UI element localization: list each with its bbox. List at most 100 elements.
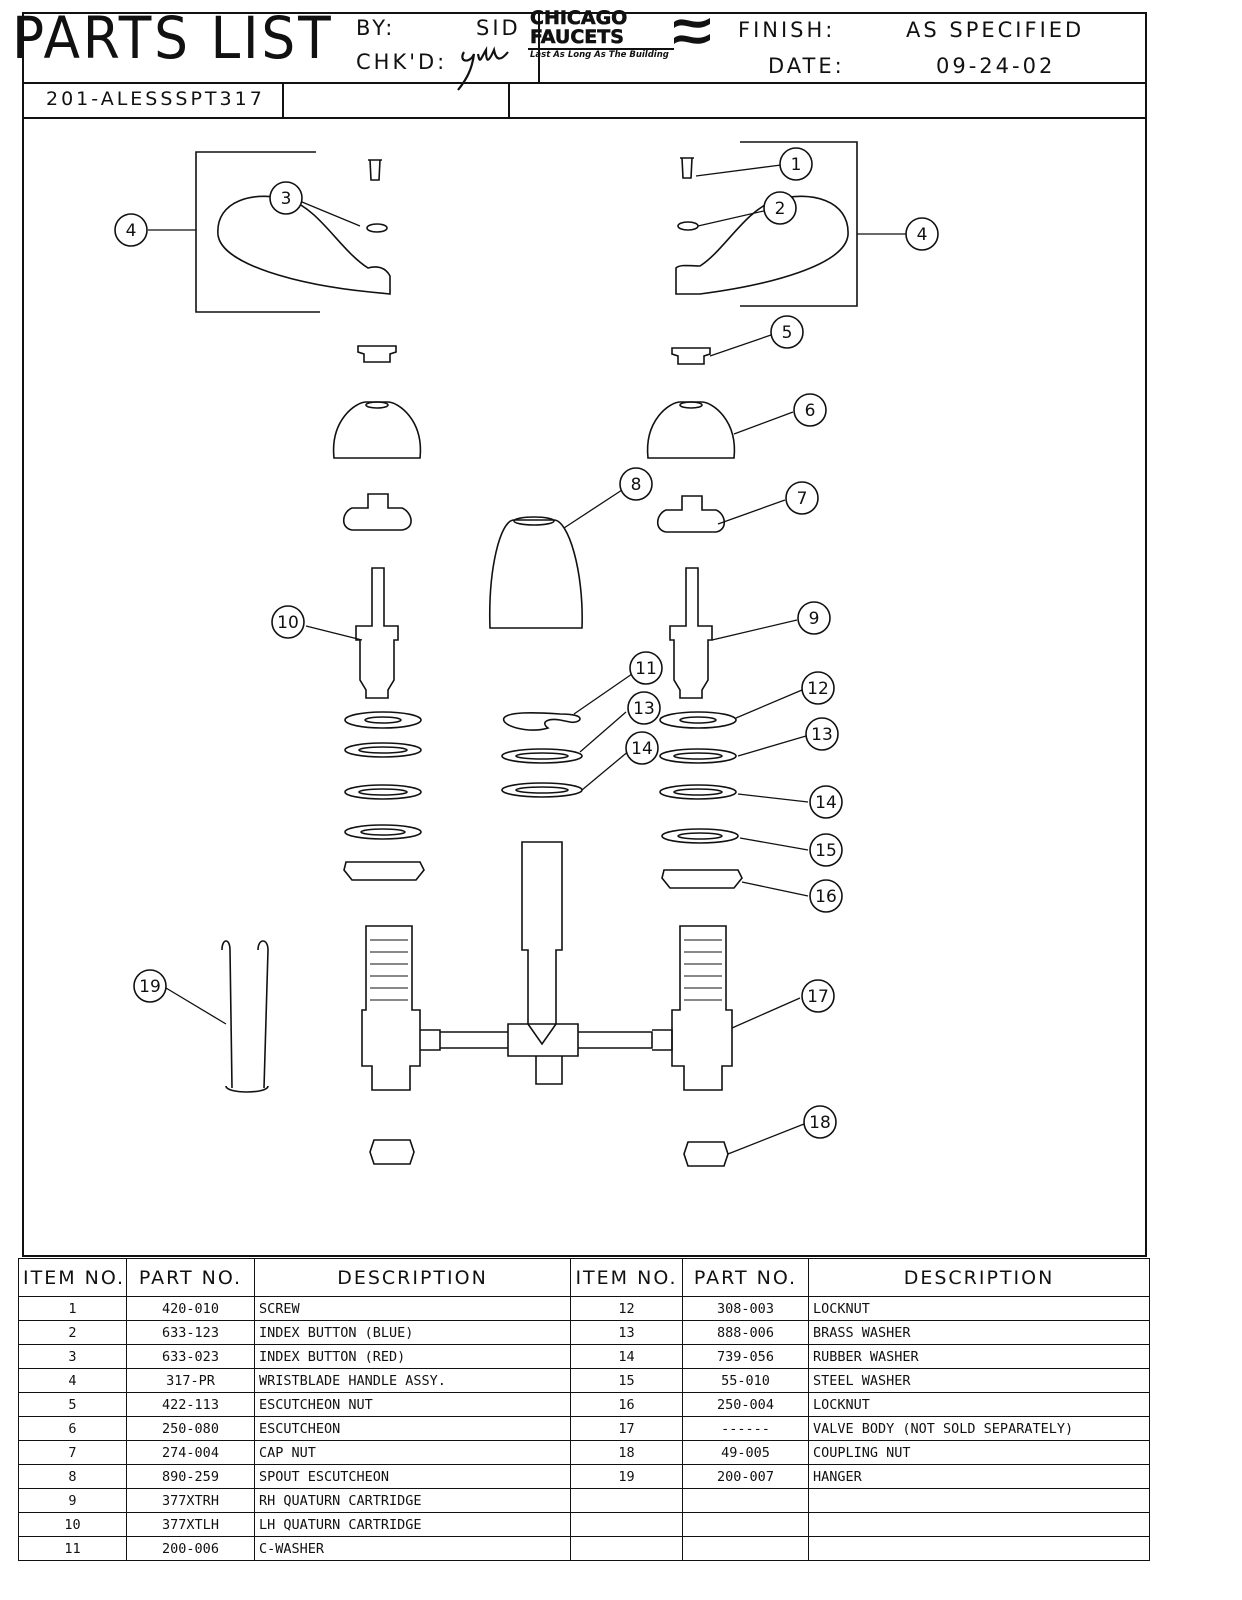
c-washer-shape (503, 712, 581, 731)
callout-9: 9 (809, 609, 820, 629)
part-no-cell: 250-004 (682, 1392, 809, 1417)
part-no-cell: ------ (682, 1416, 809, 1441)
left-valve-body-shape (361, 925, 421, 1091)
callout-5: 5 (782, 323, 793, 343)
right-escutcheon-nut-shape (671, 347, 711, 365)
col-part-no-right: PART NO. (682, 1258, 809, 1297)
col-description-right: DESCRIPTION (808, 1258, 1150, 1297)
description-cell: SCREW (254, 1296, 571, 1321)
header-model-rule (22, 117, 1147, 119)
exploded-view-drawing: 1 2 3 4 4 5 6 7 8 9 10 11 12 13 13 14 14… (114, 141, 939, 1167)
logo-line2: FAUCETS (530, 26, 625, 49)
item-no-cell: 4 (18, 1368, 127, 1393)
crossbar-shape (420, 1023, 673, 1057)
logo-tagline: Last As Long As The Building (530, 50, 669, 60)
left-cartridge-shape (355, 567, 399, 699)
description-cell: BRASS WASHER (808, 1320, 1150, 1345)
item-no-cell: 18 (570, 1440, 683, 1465)
item-no-cell: 2 (18, 1320, 127, 1345)
description-cell: ESCUTCHEON (254, 1416, 571, 1441)
spout-riser-shape (521, 841, 563, 1046)
description-cell (808, 1536, 1150, 1561)
right-cartridge-shape (669, 567, 713, 699)
date-label: DATE: (768, 54, 845, 78)
callout-12: 12 (807, 679, 829, 699)
item-no-cell: 7 (18, 1440, 127, 1465)
company-logo: CHICAGO FAUCETS Last As Long As The Buil… (528, 6, 714, 66)
right-handle-shape (675, 195, 849, 295)
item-no-cell: 17 (570, 1416, 683, 1441)
right-locknut-lower-shape (661, 869, 743, 889)
description-cell: STEEL WASHER (808, 1368, 1150, 1393)
item-no-cell: 10 (18, 1512, 127, 1537)
part-no-cell: 633-123 (126, 1320, 255, 1345)
by-label: BY: (356, 16, 396, 40)
part-no-cell: 317-PR (126, 1368, 255, 1393)
callout-10: 10 (277, 613, 299, 633)
description-cell: WRISTBLADE HANDLE ASSY. (254, 1368, 571, 1393)
item-no-cell: 19 (570, 1464, 683, 1489)
date-value: 09-24-02 (936, 54, 1056, 78)
model-number: 201-ALESSSPT317 (46, 88, 265, 110)
right-handle-bracket (740, 141, 858, 307)
part-no-cell (682, 1536, 809, 1561)
left-escutcheon-shape (332, 401, 422, 459)
description-cell: COUPLING NUT (808, 1440, 1150, 1465)
item-no-cell: 6 (18, 1416, 127, 1441)
table-header-row: ITEM NO. PART NO. DESCRIPTION ITEM NO. P… (18, 1258, 1150, 1297)
description-cell: HANGER (808, 1464, 1150, 1489)
callout-1: 1 (791, 155, 802, 175)
right-index-button-shape (677, 221, 699, 231)
callout-16: 16 (815, 887, 837, 907)
logo-wave-icon (674, 18, 710, 44)
left-escutcheon-nut-shape (357, 345, 397, 363)
callout-4-left: 4 (126, 221, 137, 241)
description-cell (808, 1512, 1150, 1537)
description-cell: INDEX BUTTON (BLUE) (254, 1320, 571, 1345)
right-cap-nut-shape (656, 495, 726, 533)
left-locknut-lower-shape (343, 861, 425, 881)
mid-rubber-washer-shape (501, 782, 583, 798)
right-escutcheon-shape (646, 401, 736, 459)
callout-17: 17 (807, 987, 829, 1007)
header-bottom-rule (22, 82, 1147, 84)
mid-brass-washer-shape (501, 748, 583, 764)
callout-18: 18 (809, 1113, 831, 1133)
header-divider-1 (282, 84, 284, 118)
checked-label: CHK'D: (356, 50, 448, 74)
description-cell: VALVE BODY (NOT SOLD SEPARATELY) (808, 1416, 1150, 1441)
part-no-cell (682, 1512, 809, 1537)
col-description-left: DESCRIPTION (254, 1258, 571, 1297)
left-locknut-shape (344, 711, 422, 729)
item-no-cell: 11 (18, 1536, 127, 1561)
finish-value: AS SPECIFIED (906, 18, 1085, 42)
part-no-cell: 422-113 (126, 1392, 255, 1417)
logo-underline (528, 48, 674, 50)
left-handle-shape (217, 195, 391, 295)
part-no-cell: 633-023 (126, 1344, 255, 1369)
left-coupling-nut-shape (369, 1139, 415, 1165)
part-no-cell: 888-006 (682, 1320, 809, 1345)
right-rubber-washer-shape (659, 784, 737, 800)
part-no-cell: 377XTLH (126, 1512, 255, 1537)
checker-signature (457, 46, 509, 91)
description-cell: ESCUTCHEON NUT (254, 1392, 571, 1417)
hanger-shape (221, 940, 269, 1093)
by-value: SID (476, 16, 521, 40)
description-cell: SPOUT ESCUTCHEON (254, 1464, 571, 1489)
left-rubber-washer-shape (344, 784, 422, 800)
part-no-cell: 55-010 (682, 1368, 809, 1393)
col-part-no-left: PART NO. (126, 1258, 255, 1297)
left-handle-bracket (195, 151, 320, 313)
left-brass-washer-shape (344, 742, 422, 758)
callout-19: 19 (139, 977, 161, 997)
callout-11: 11 (635, 659, 657, 679)
callout-2: 2 (775, 199, 786, 219)
item-no-cell: 13 (570, 1320, 683, 1345)
right-screw-shape (680, 157, 694, 179)
part-no-cell: 308-003 (682, 1296, 809, 1321)
